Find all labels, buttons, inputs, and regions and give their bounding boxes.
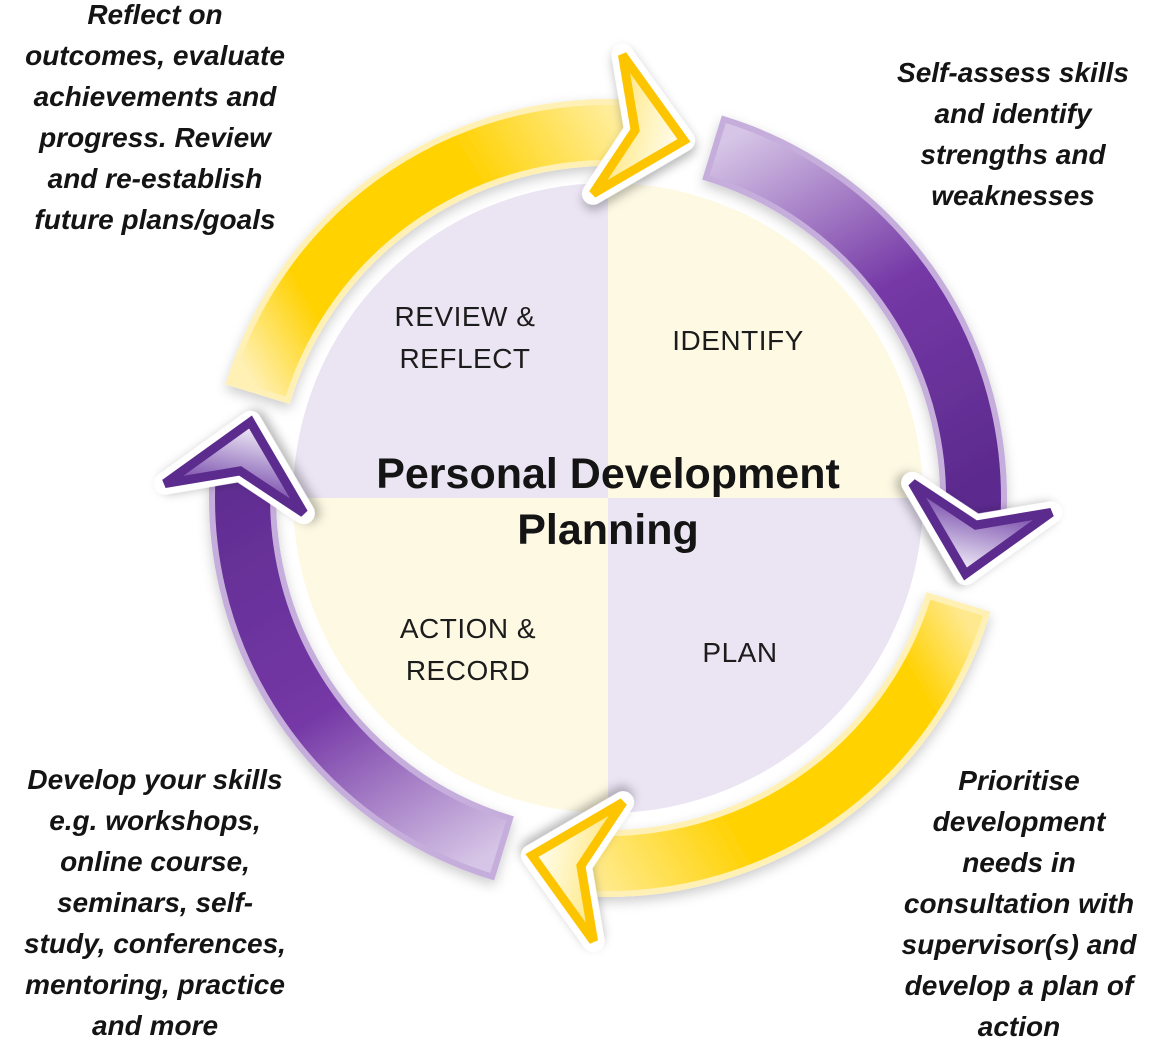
quadrant-label-plan: PLAN xyxy=(702,637,778,668)
sector-review-reflect xyxy=(293,183,608,498)
diagram-title: Personal Development Planning xyxy=(376,450,840,554)
sector-identify xyxy=(608,183,923,498)
quadrant-disc xyxy=(293,183,923,813)
cycle-ring xyxy=(209,99,1007,897)
quadrant-label-action-record: ACTION & RECORD xyxy=(399,613,537,686)
annotation-plan: Prioritise development needs in consulta… xyxy=(901,765,1137,1042)
arrowhead-identify xyxy=(581,43,695,205)
sector-action-record xyxy=(293,498,608,813)
quadrant-label-review-reflect: REVIEW & REFLECT xyxy=(394,301,536,374)
sector-plan xyxy=(608,498,923,813)
annotation-review-reflect: Reflect on outcomes, evaluate achievemen… xyxy=(25,0,285,235)
arrowhead-review-reflect xyxy=(153,411,315,525)
quadrant-label-identify: IDENTIFY xyxy=(672,325,804,356)
annotation-action-record: Develop your skills e.g. workshops, onli… xyxy=(24,764,286,1041)
annotation-identify: Self-assess skills and identify strength… xyxy=(897,57,1129,211)
arrowhead-plan xyxy=(901,471,1063,585)
arrowhead-action-record xyxy=(521,791,635,953)
